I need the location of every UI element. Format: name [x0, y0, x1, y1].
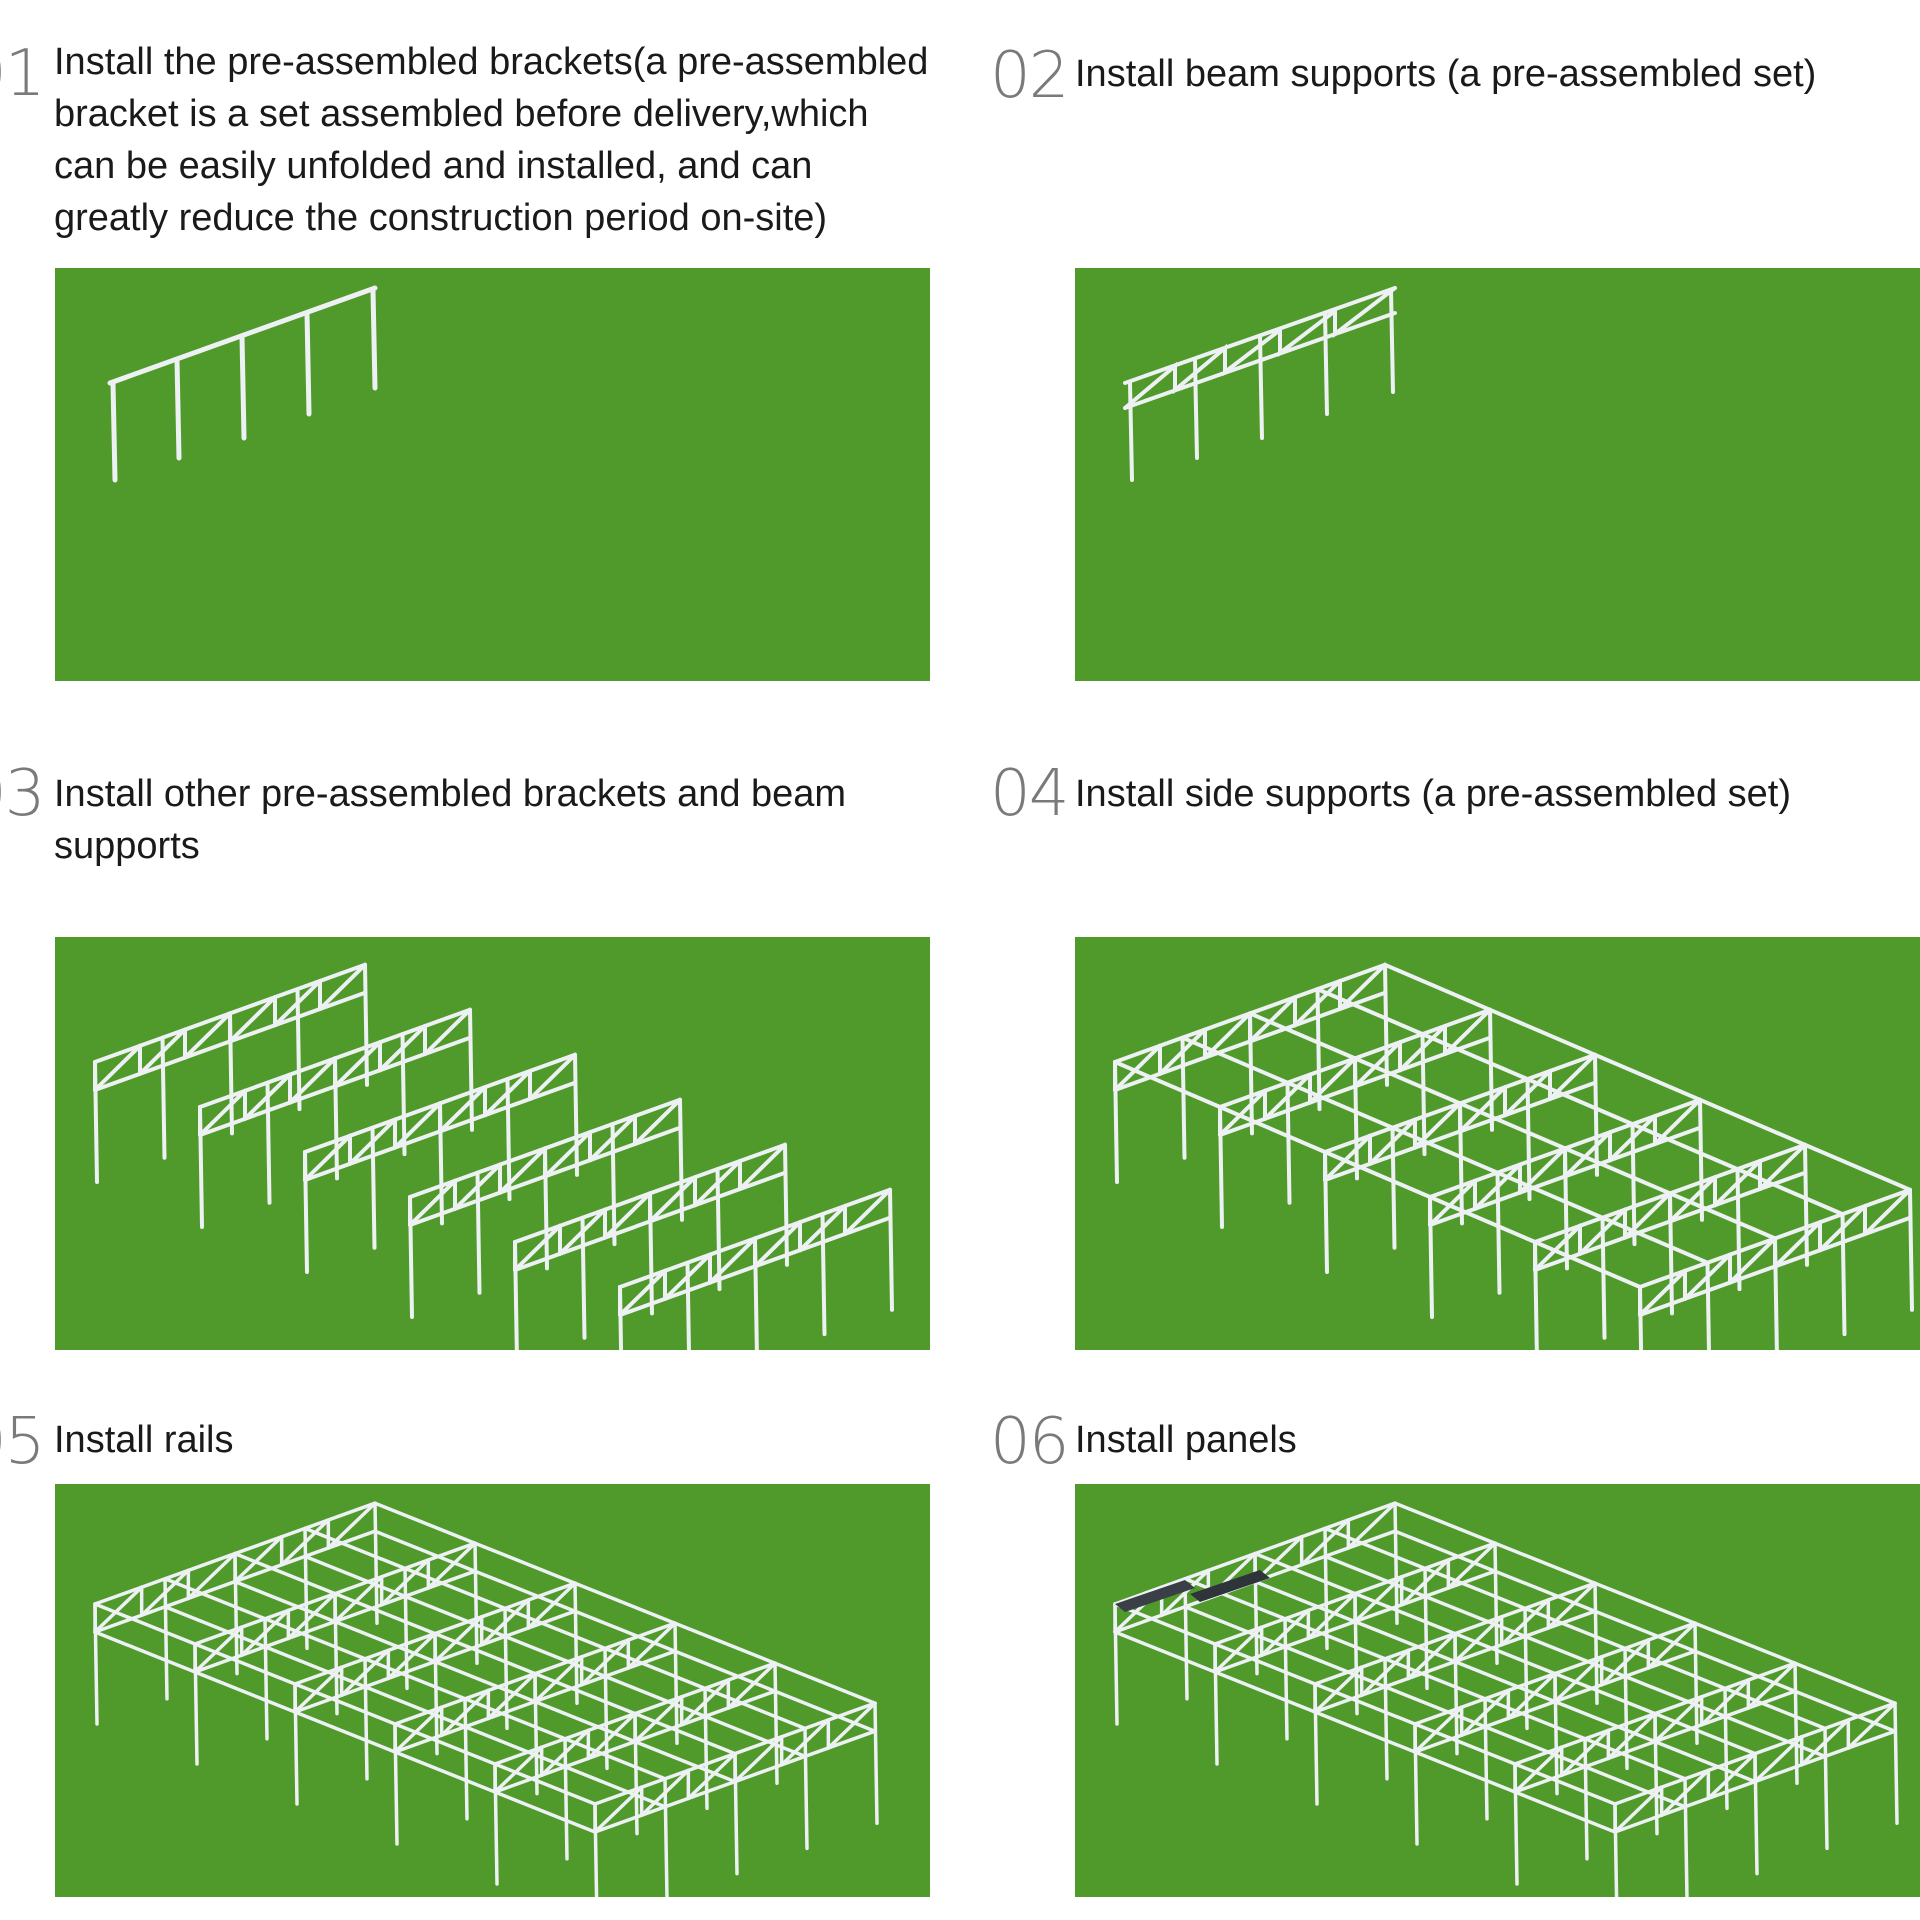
step-number: 02: [990, 39, 1069, 113]
step-1-illustration: [55, 268, 930, 681]
solar-panel: [1190, 1570, 1270, 1602]
side-support-rows: [1113, 962, 1914, 1350]
step-2-illustration: [1075, 268, 1920, 681]
illustration-panel-4: [1075, 937, 1920, 1350]
step-6-illustration: [1075, 1484, 1920, 1897]
step-text: Install panels: [1075, 1419, 1297, 1461]
grass-background: [55, 268, 930, 681]
step-number: 03: [0, 757, 45, 831]
step-text: Install rails: [54, 1419, 234, 1461]
grass-background: [1075, 268, 1920, 681]
bracket-frame: [107, 285, 378, 483]
step-number: 05: [0, 1405, 45, 1479]
beam-support-frame: [1123, 286, 1397, 482]
bracket-rows: [93, 962, 894, 1350]
step-5-illustration: [55, 1484, 930, 1897]
step-text: Install side supports (a pre-assembled s…: [1075, 773, 1791, 815]
step-3-illustration: [55, 937, 930, 1350]
step-text: Install other pre-assembled brackets and…: [54, 773, 847, 867]
step-number: 04: [990, 757, 1069, 831]
illustration-panel-6: [1075, 1484, 1920, 1897]
grass-background: [55, 937, 930, 1350]
solar-panel: [1115, 1580, 1195, 1612]
illustration-panel-5: [55, 1484, 930, 1897]
step-number: 01: [0, 37, 45, 111]
rail-grid: [93, 1501, 879, 1897]
step-4-illustration: [1075, 937, 1920, 1350]
step-text: Install the pre-assembled brackets(a pre…: [54, 41, 929, 239]
illustration-panel-2: [1075, 268, 1920, 681]
step-text: Install beam supports (a pre-assembled s…: [1075, 53, 1817, 95]
panel-grid: [1113, 1501, 1899, 1897]
step-number: 06: [990, 1405, 1069, 1479]
illustration-panel-3: [55, 937, 930, 1350]
illustration-panel-1: [55, 268, 930, 681]
